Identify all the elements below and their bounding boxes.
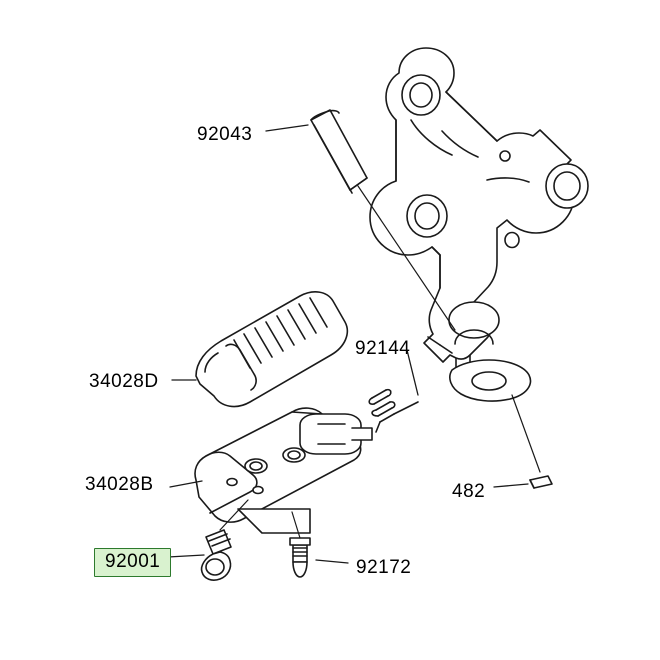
part-label-34028D[interactable]: 34028D bbox=[89, 371, 159, 392]
leader-482 bbox=[493, 483, 529, 488]
spring-92144-part bbox=[368, 388, 419, 433]
leader-34028B bbox=[169, 480, 203, 488]
rubber-pad-34028D-part bbox=[195, 291, 349, 408]
footpeg-bracket-part bbox=[369, 47, 589, 402]
assembly-axis-92043 bbox=[357, 185, 456, 331]
leader-92043 bbox=[265, 124, 309, 132]
part-label-92172[interactable]: 92172 bbox=[356, 557, 412, 578]
clip-482-part bbox=[529, 475, 553, 489]
part-label-34028B[interactable]: 34028B bbox=[85, 474, 154, 495]
screw-92172-part bbox=[289, 537, 311, 578]
assembly-axis-482 bbox=[511, 394, 541, 473]
footpeg-34028B-part bbox=[194, 407, 373, 534]
part-label-482[interactable]: 482 bbox=[452, 481, 486, 502]
pin-92043-part bbox=[310, 109, 368, 194]
bolt-92001-part bbox=[200, 529, 232, 581]
leader-92001 bbox=[167, 554, 205, 558]
part-label-92144[interactable]: 92144 bbox=[355, 338, 411, 359]
part-label-92001-highlighted[interactable]: 92001 bbox=[94, 548, 172, 577]
part-label-92043[interactable]: 92043 bbox=[197, 124, 253, 145]
leader-92172 bbox=[315, 559, 349, 564]
leader-92144 bbox=[406, 349, 419, 396]
assembly-axis-92001 bbox=[219, 499, 249, 531]
assembly-axis-92172 bbox=[291, 511, 301, 539]
